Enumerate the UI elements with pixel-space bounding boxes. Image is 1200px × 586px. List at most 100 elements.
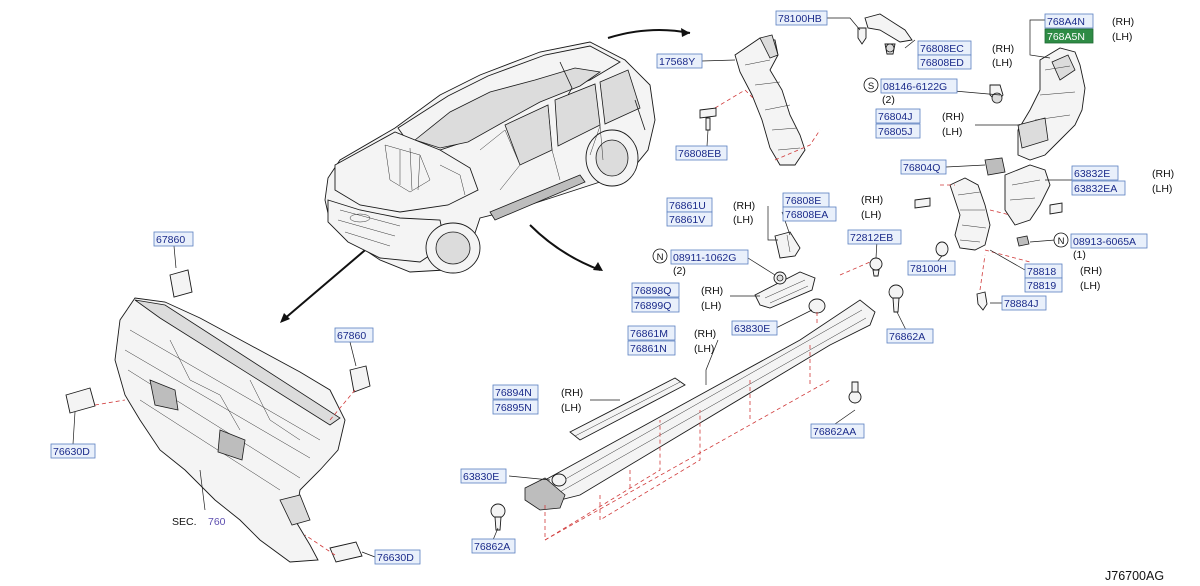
svg-text:72812EB: 72812EB bbox=[850, 232, 893, 244]
svg-text:63830E: 63830E bbox=[734, 323, 770, 335]
section-number-link[interactable]: 760 bbox=[208, 516, 226, 528]
section-reference: SEC. 760 bbox=[172, 516, 226, 528]
callout-76862A-bottom[interactable]: 76862A bbox=[471, 538, 516, 554]
callout-768A5N[interactable]: 768A5N bbox=[1044, 28, 1094, 44]
svg-text:76808EC: 76808EC bbox=[920, 43, 964, 55]
svg-text:76862AA: 76862AA bbox=[813, 426, 856, 438]
callout-76808ED[interactable]: 76808ED bbox=[917, 54, 972, 70]
side-76861N: (LH) bbox=[694, 343, 714, 355]
svg-text:76898Q: 76898Q bbox=[634, 285, 671, 297]
side-76808ED: (LH) bbox=[992, 57, 1012, 69]
svg-text:76899Q: 76899Q bbox=[634, 300, 671, 312]
svg-text:08911-1062G: 08911-1062G bbox=[673, 252, 736, 264]
callout-17568Y[interactable]: 17568Y bbox=[656, 53, 703, 69]
callout-76804J[interactable]: 76804J bbox=[875, 108, 921, 124]
badge-N-08911: N bbox=[652, 248, 668, 264]
side-76861U: (RH) bbox=[733, 200, 755, 212]
svg-text:76808E: 76808E bbox=[785, 195, 821, 207]
side-768A5N: (LH) bbox=[1112, 31, 1132, 43]
side-76898Q: (RH) bbox=[701, 285, 723, 297]
svg-text:76895N: 76895N bbox=[495, 402, 532, 414]
side-78818: (RH) bbox=[1080, 265, 1102, 277]
callout-72812EB[interactable]: 72812EB bbox=[847, 229, 902, 245]
callout-76862AA[interactable]: 76862AA bbox=[810, 423, 865, 439]
side-76808EC: (RH) bbox=[992, 43, 1014, 55]
callout-76808EC[interactable]: 76808EC bbox=[917, 40, 972, 56]
svg-text:76804J: 76804J bbox=[878, 111, 912, 123]
svg-text:63832EA: 63832EA bbox=[1074, 183, 1117, 195]
callout-78819[interactable]: 78819 bbox=[1024, 277, 1063, 293]
callout-63830E-bottom[interactable]: 63830E bbox=[460, 468, 507, 484]
callout-76808EB[interactable]: 76808EB bbox=[675, 145, 728, 161]
vehicle-illustration bbox=[324, 41, 656, 274]
qty-08913-6065A: (1) bbox=[1073, 249, 1086, 261]
callout-76894N[interactable]: 76894N bbox=[492, 384, 539, 400]
section-prefix: SEC. bbox=[172, 516, 197, 528]
callout-63832E[interactable]: 63832E bbox=[1071, 165, 1119, 181]
side-76861M: (RH) bbox=[694, 328, 716, 340]
callout-76861N[interactable]: 76861N bbox=[627, 340, 676, 356]
callout-78100HB[interactable]: 78100HB bbox=[775, 10, 828, 26]
callout-76861U[interactable]: 76861U bbox=[666, 197, 713, 213]
side-768A4N: (RH) bbox=[1112, 16, 1134, 28]
svg-text:768A5N: 768A5N bbox=[1047, 31, 1085, 43]
svg-text:76861N: 76861N bbox=[630, 343, 667, 355]
leader-lines bbox=[72, 17, 1072, 558]
callout-78818[interactable]: 78818 bbox=[1024, 263, 1063, 279]
callout-76630D-left[interactable]: 76630D bbox=[50, 443, 96, 459]
callout-76861V[interactable]: 76861V bbox=[666, 211, 713, 227]
svg-text:17568Y: 17568Y bbox=[659, 56, 695, 68]
qty-08911-1062G: (2) bbox=[673, 265, 686, 277]
callout-67860-right[interactable]: 67860 bbox=[334, 327, 374, 343]
svg-text:08146-6122G: 08146-6122G bbox=[883, 81, 947, 93]
callout-76861M[interactable]: 76861M bbox=[627, 325, 676, 341]
side-76894N: (RH) bbox=[561, 387, 583, 399]
callout-76895N[interactable]: 76895N bbox=[492, 399, 539, 415]
svg-text:76861V: 76861V bbox=[669, 214, 705, 226]
callout-76805J[interactable]: 76805J bbox=[875, 123, 921, 139]
callout-76630D-bottom[interactable]: 76630D bbox=[374, 549, 421, 565]
callout-67860-left[interactable]: 67860 bbox=[153, 231, 194, 247]
callout-63832EA[interactable]: 63832EA bbox=[1071, 180, 1126, 196]
callout-78884J[interactable]: 78884J bbox=[1001, 295, 1047, 311]
callout-76899Q[interactable]: 76899Q bbox=[631, 297, 680, 313]
svg-text:76808ED: 76808ED bbox=[920, 57, 964, 69]
svg-text:67860: 67860 bbox=[156, 234, 185, 246]
svg-text:76808EB: 76808EB bbox=[678, 148, 721, 160]
callout-63830E-top[interactable]: 63830E bbox=[731, 320, 778, 336]
callout-76804Q[interactable]: 76804Q bbox=[900, 159, 947, 175]
side-63832E: (RH) bbox=[1152, 168, 1174, 180]
pillar-bracket-group bbox=[699, 34, 821, 166]
svg-text:N: N bbox=[657, 252, 664, 263]
svg-text:76630D: 76630D bbox=[53, 446, 90, 458]
callout-08146-6122G[interactable]: 08146-6122G bbox=[880, 78, 958, 94]
sill-bracket-group bbox=[754, 231, 904, 325]
callout-78100H[interactable]: 78100H bbox=[907, 260, 956, 276]
callout-08913-6065A[interactable]: 08913-6065A bbox=[1070, 233, 1148, 249]
badge-S: S bbox=[863, 77, 879, 93]
svg-text:78819: 78819 bbox=[1027, 280, 1056, 292]
side-rh-76808E: (RH) bbox=[861, 194, 883, 206]
side-lh-76808EA: (LH) bbox=[861, 209, 881, 221]
side-sill-molding bbox=[490, 299, 876, 541]
svg-text:76861M: 76861M bbox=[630, 328, 668, 340]
svg-text:76805J: 76805J bbox=[878, 126, 912, 138]
svg-text:78884J: 78884J bbox=[1004, 298, 1038, 310]
svg-text:S: S bbox=[868, 81, 874, 92]
svg-text:76630D: 76630D bbox=[377, 552, 414, 564]
callout-76808EA[interactable]: 76808EA bbox=[782, 206, 837, 222]
svg-text:67860: 67860 bbox=[337, 330, 366, 342]
clip-76808EB bbox=[699, 107, 717, 131]
callout-76808E[interactable]: 76808E bbox=[782, 192, 830, 208]
svg-text:76894N: 76894N bbox=[495, 387, 532, 399]
svg-text:08913-6065A: 08913-6065A bbox=[1073, 236, 1136, 248]
svg-text:63830E: 63830E bbox=[463, 471, 499, 483]
callout-76898Q[interactable]: 76898Q bbox=[631, 282, 680, 298]
svg-text:78100H: 78100H bbox=[910, 263, 947, 275]
callout-labels: 78100HB 17568Y 76808EB 768A4N (RH) 768A5… bbox=[50, 10, 1174, 565]
callout-768A4N[interactable]: 768A4N bbox=[1044, 13, 1094, 29]
svg-text:63832E: 63832E bbox=[1074, 168, 1110, 180]
callout-76862A-right[interactable]: 76862A bbox=[886, 328, 934, 344]
callout-08911-1062G[interactable]: 08911-1062G bbox=[670, 249, 749, 265]
svg-text:76808EA: 76808EA bbox=[785, 209, 828, 221]
